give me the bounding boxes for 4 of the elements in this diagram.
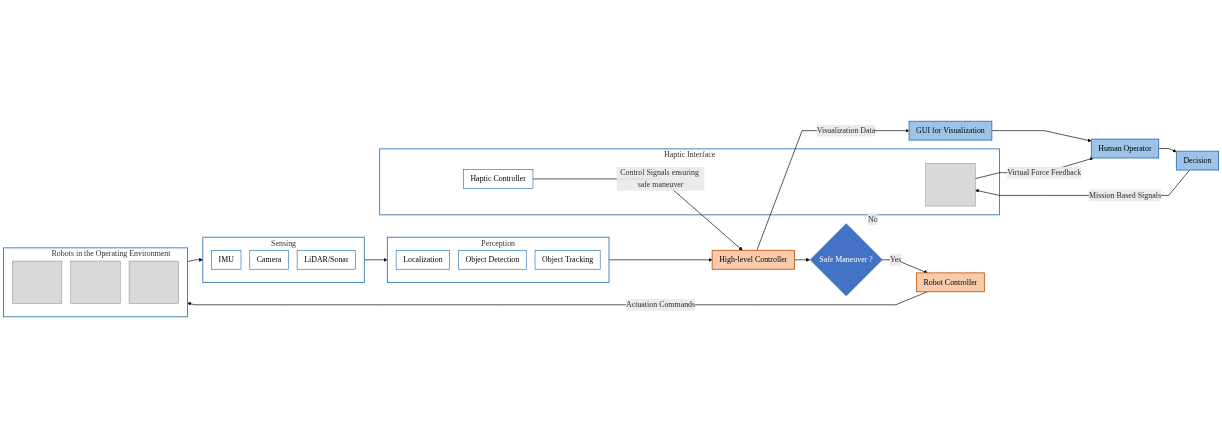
node-box — [128, 260, 179, 304]
node-box — [70, 260, 121, 304]
node-box — [12, 260, 63, 304]
node-box — [925, 163, 976, 207]
